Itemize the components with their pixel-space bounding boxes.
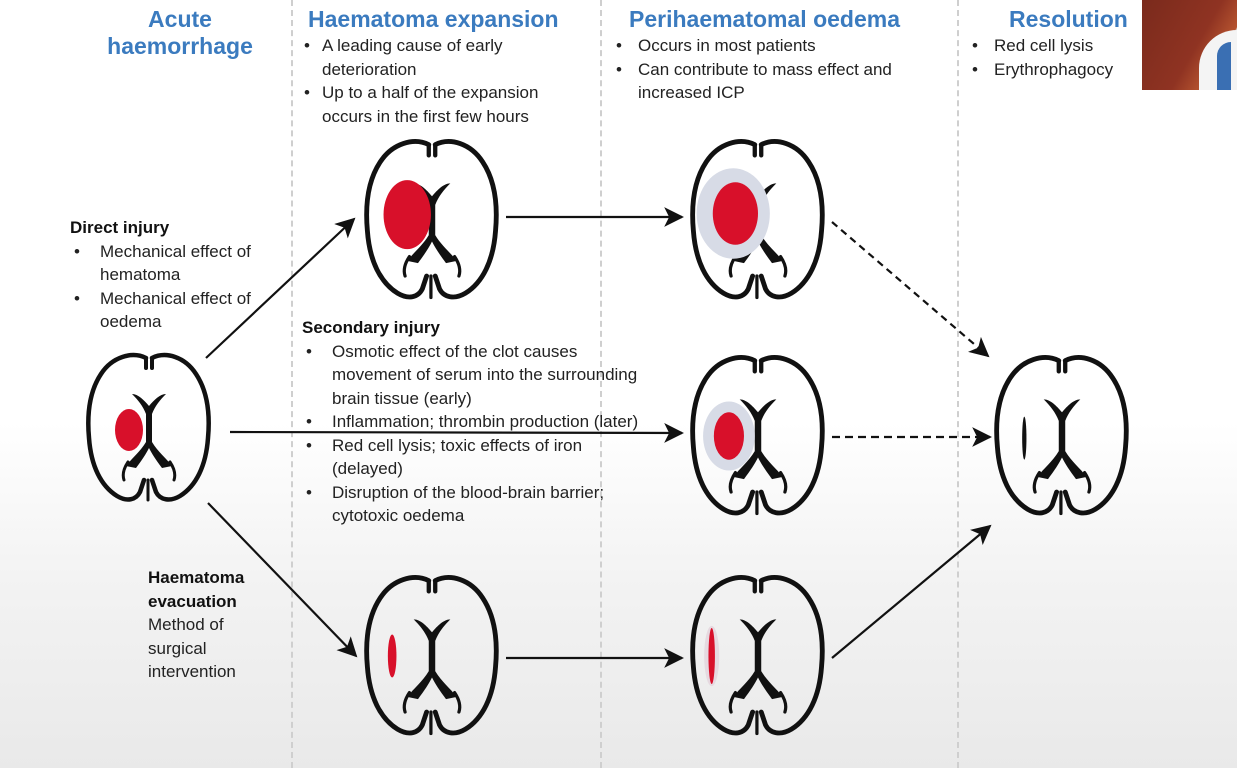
bullet-item: A leading cause of early deterioration	[300, 34, 580, 81]
bullet-item: Mechanical effect of hematoma	[70, 240, 270, 287]
bullet-item: Inflammation; thrombin production (later…	[302, 410, 642, 434]
title-perihaematomal-oedema: Perihaematomal oedema	[629, 6, 901, 32]
bullet-item: Mechanical effect of oedema	[70, 287, 270, 334]
haematoma-expansion-bullets: A leading cause of early deterioration U…	[300, 34, 580, 128]
bullet-item: Can contribute to mass effect and increa…	[608, 58, 953, 105]
bullet-item: Disruption of the blood-brain barrier; c…	[302, 481, 642, 528]
direct-injury-block: Direct injury Mechanical effect of hemat…	[70, 216, 270, 334]
evacuation-block: Haematoma evacuation Method of surgical …	[148, 566, 273, 684]
arrow-acute-to-expansion	[205, 217, 356, 359]
secondary-injury-block: Secondary injury Osmotic effect of the c…	[302, 316, 642, 528]
brain-resolution	[992, 352, 1132, 520]
bullet-item: Up to a half of the expansion occurs in …	[300, 81, 580, 128]
arrow-evacuated-to-resolution	[831, 524, 992, 659]
brain-haematoma-evacuation	[362, 572, 502, 740]
direct-injury-heading: Direct injury	[70, 218, 170, 237]
bullet-item: Erythrophagocy	[964, 58, 1154, 82]
presenter-collar	[1217, 42, 1231, 90]
arrow-acute-to-secondary	[229, 423, 684, 443]
bullet-item: Osmotic effect of the clot causes moveme…	[302, 340, 642, 411]
column-divider	[957, 0, 959, 768]
title-haematoma-expansion: Haematoma expansion	[308, 6, 559, 32]
bullet-item: Red cell lysis	[964, 34, 1154, 58]
secondary-injury-heading: Secondary injury	[302, 318, 440, 337]
presenter-webcam	[1142, 0, 1237, 90]
bullet-item: Red cell lysis; toxic effects of iron (d…	[302, 434, 642, 481]
brain-post-evacuation	[688, 572, 828, 740]
evacuation-heading: Haematoma evacuation	[148, 568, 245, 611]
evacuation-text: Method of surgical intervention	[148, 615, 236, 681]
arrow-acute-to-evacuation	[207, 502, 358, 658]
brain-perihaematomal-oedema	[688, 136, 828, 304]
brain-secondary-injury	[688, 352, 828, 520]
brain-acute-haemorrhage	[84, 350, 214, 506]
arrow-oedema-to-resolution	[831, 221, 990, 358]
title-acute-haemorrhage: Acute haemorrhage	[107, 6, 253, 59]
title-resolution: Resolution	[1009, 6, 1128, 32]
perihaematomal-oedema-bullets: Occurs in most patients Can contribute t…	[608, 34, 953, 105]
column-divider	[291, 0, 293, 768]
brain-haematoma-expansion	[362, 136, 502, 304]
resolution-bullets: Red cell lysis Erythrophagocy	[964, 34, 1154, 81]
bullet-item: Occurs in most patients	[608, 34, 953, 58]
